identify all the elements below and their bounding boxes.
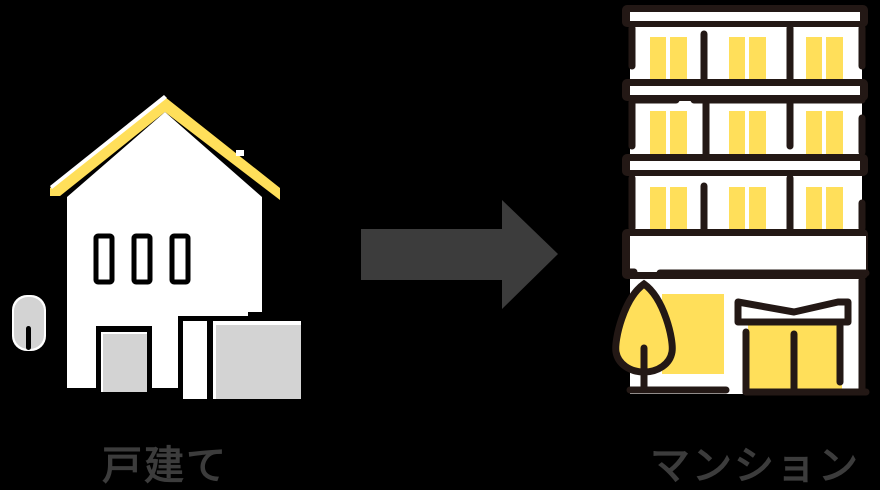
garage-side [183,321,207,399]
roof-highlight [50,95,167,189]
ground-floor [612,268,870,396]
apartment-building-icon [612,5,870,396]
floor-slabs [622,5,868,279]
window [169,233,191,285]
chimney [236,150,244,156]
label-detached-house: 戸建て [102,443,228,489]
windows-floor-2 [650,111,843,154]
right-arrow-icon [361,200,558,309]
window [93,233,115,285]
mailbox [14,297,44,349]
awning [734,298,852,326]
window [131,233,153,285]
door [103,334,147,392]
garage-door [216,325,301,399]
windows-floor-3 [650,187,843,229]
detached-house-icon [12,95,306,404]
mailbox-slot [26,326,31,350]
windows-floor-1 [650,37,843,79]
building-outlines [628,24,866,233]
label-apartment: マンション [650,443,860,489]
